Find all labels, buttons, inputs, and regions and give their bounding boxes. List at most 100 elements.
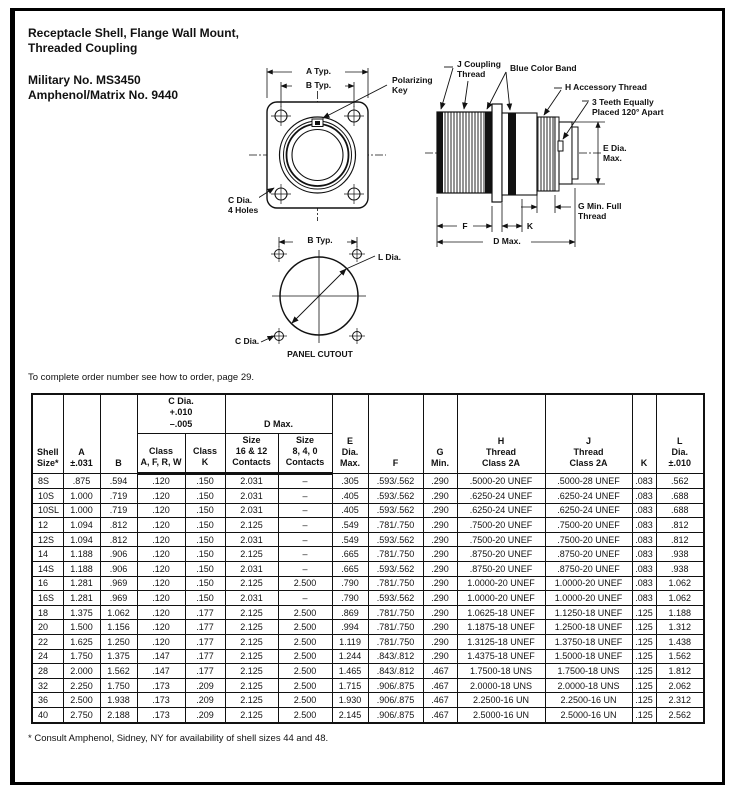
col-header-j-thread: J Thread Class 2A — [544, 393, 633, 474]
table-cell: .150 — [184, 575, 226, 592]
table-cell: .467 — [422, 677, 458, 694]
table-cell: .150 — [184, 531, 226, 548]
col-header-size-8-4-0: Size 8, 4, 0 Contacts — [277, 432, 333, 475]
table-cell: .593/.562 — [367, 561, 424, 577]
table-cell: .120 — [136, 517, 186, 533]
table-cell: .290 — [422, 546, 458, 563]
table-cell: 2.031 — [224, 488, 279, 504]
table-cell: 2.125 — [224, 517, 279, 533]
col-header-g-min: G Min. — [422, 393, 458, 474]
table-cell: .083 — [631, 590, 657, 606]
table-cell: 2.500 — [62, 692, 101, 708]
table-cell: .177 — [184, 663, 226, 679]
table-cell: .688 — [655, 488, 705, 504]
table-cell: .781/.750 — [367, 546, 424, 563]
table-cell: 32 — [31, 677, 64, 694]
table-cell: 1.5000-18 UNEF — [544, 648, 633, 665]
table-cell: .405 — [331, 502, 369, 519]
table-cell: 2.125 — [224, 634, 279, 650]
table-cell: – — [277, 488, 333, 504]
panel-cutout-drawing — [260, 237, 376, 344]
table-cell: 2.250 — [62, 677, 101, 694]
table-cell: 2.500 — [277, 648, 333, 665]
table-cell: .125 — [631, 648, 657, 665]
table-cell: .290 — [422, 619, 458, 636]
table-cell: 1.3125-18 UNEF — [456, 634, 546, 650]
blue-color-band-label: Blue Color Band — [509, 63, 578, 74]
table-cell: 28 — [31, 663, 64, 679]
table-cell: 1.000 — [62, 488, 101, 504]
table-cell: .812 — [99, 517, 138, 533]
table-cell: .906/.875 — [367, 692, 424, 708]
table-cell: .120 — [136, 590, 186, 606]
table-cell: .593/.562 — [367, 502, 424, 519]
table-cell: 2.0000-18 UNS — [456, 677, 546, 694]
table-cell: 16S — [31, 590, 64, 606]
table-cell: .083 — [631, 488, 657, 504]
table-cell: 1.715 — [331, 677, 369, 694]
table-cell: .120 — [136, 531, 186, 548]
table-cell: .938 — [655, 546, 705, 563]
table-cell: .177 — [184, 604, 226, 621]
table-cell: – — [277, 472, 333, 490]
table-cell: 2.500 — [277, 575, 333, 592]
table-cell: .906/.875 — [367, 706, 424, 724]
table-cell: .790 — [331, 590, 369, 606]
table-cell: .688 — [655, 502, 705, 519]
table-cell: .7500-20 UNEF — [544, 517, 633, 533]
table-cell: 1.188 — [62, 546, 101, 563]
table-cell: .290 — [422, 604, 458, 621]
table-cell: 1.062 — [655, 575, 705, 592]
table-cell: 20 — [31, 619, 64, 636]
table-cell: .290 — [422, 488, 458, 504]
table-cell: .719 — [99, 502, 138, 519]
table-cell: .7500-20 UNEF — [456, 531, 546, 548]
table-cell: .562 — [655, 472, 705, 490]
table-cell: 2.000 — [62, 663, 101, 679]
table-cell: 12S — [31, 531, 64, 548]
table-cell: .467 — [422, 706, 458, 724]
panel-cutout-caption: PANEL CUTOUT — [269, 349, 371, 360]
table-cell: .290 — [422, 561, 458, 577]
table-cell: .290 — [422, 575, 458, 592]
table-cell: .6250-24 UNEF — [544, 502, 633, 519]
part-numbers: Military No. MS3450 Amphenol/Matrix No. … — [28, 73, 179, 102]
table-cell: 1.119 — [331, 634, 369, 650]
table-cell: 2.500 — [277, 677, 333, 694]
table-cell: – — [277, 561, 333, 577]
table-cell: .150 — [184, 472, 226, 490]
group-header-c-dia: C Dia. +.010 –.005 — [136, 393, 226, 434]
panel-c-dia-label: C Dia. — [234, 336, 261, 347]
table-cell: 1.938 — [99, 692, 138, 708]
dim-label-k: K — [523, 221, 537, 232]
table-cell: 1.375 — [99, 648, 138, 665]
shell-size-spec-table: Shell Size* A ±.031 B C Dia. +.010 –.005… — [31, 393, 706, 724]
table-cell: 36 — [31, 692, 64, 708]
table-cell: 16 — [31, 575, 64, 592]
table-cell: 1.562 — [655, 648, 705, 665]
table-cell: .150 — [184, 546, 226, 563]
table-cell: 2.125 — [224, 604, 279, 621]
table-cell: .173 — [136, 706, 186, 724]
table-cell: 1.2500-18 UNEF — [544, 619, 633, 636]
polarizing-key-label: Polarizing Key — [391, 75, 434, 96]
table-cell: 1.281 — [62, 575, 101, 592]
table-cell: 1.188 — [655, 604, 705, 621]
table-cell: .290 — [422, 590, 458, 606]
table-cell: 1.312 — [655, 619, 705, 636]
receptacle-side-view-drawing — [425, 66, 615, 247]
table-cell: .083 — [631, 561, 657, 577]
table-cell: .125 — [631, 634, 657, 650]
page-title: Receptacle Shell, Flange Wall Mount, Thr… — [28, 26, 239, 55]
table-cell: .209 — [184, 677, 226, 694]
l-dia-label: L Dia. — [377, 252, 402, 263]
table-cell: .120 — [136, 634, 186, 650]
table-cell: .8750-20 UNEF — [544, 561, 633, 577]
table-cell: .549 — [331, 531, 369, 548]
panel-dim-label-b-typ: B Typ. — [293, 235, 347, 246]
table-cell: .177 — [184, 634, 226, 650]
